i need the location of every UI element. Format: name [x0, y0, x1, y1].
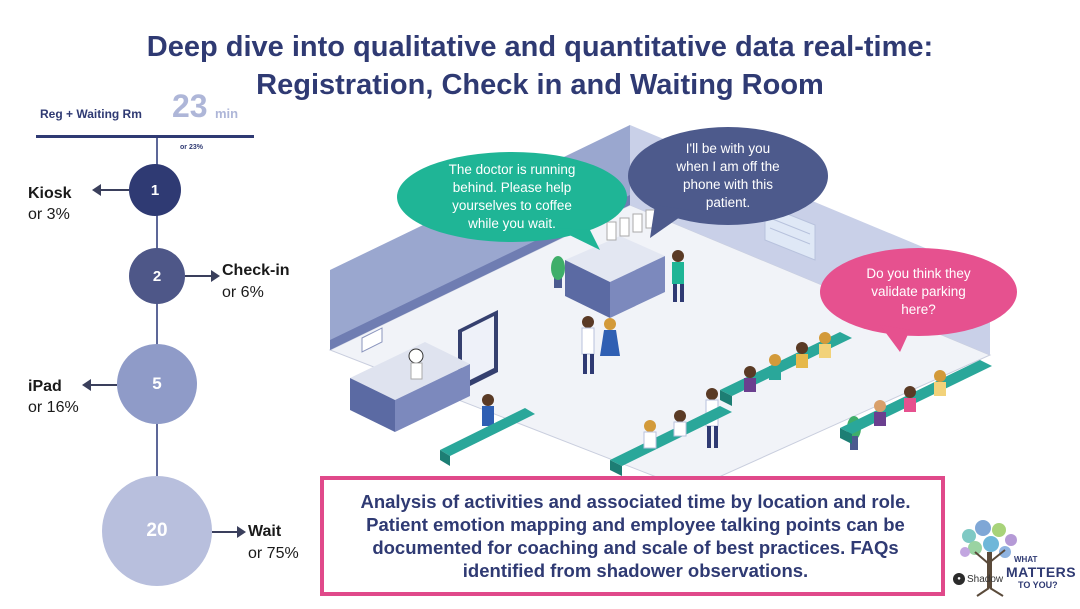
logo-to-you: TO YOU? [1018, 580, 1058, 590]
arrow-wait [212, 526, 246, 538]
brand-name: Shadow [967, 573, 1004, 585]
bubble-teal-line-2: behind. Please help [452, 180, 572, 195]
step-wait-minutes: 20 [146, 520, 168, 541]
logo-what: WHAT [1014, 555, 1038, 564]
bubble-pink-line-2: validate parking [871, 284, 966, 299]
step-kiosk-minutes: 1 [150, 181, 160, 199]
step-ipad-minutes: 5 [152, 374, 162, 393]
step-checkin-name: Check-in [222, 262, 290, 279]
bubble-navy-line-4: patient. [705, 195, 751, 210]
step-ipad-pct: or 16% [28, 399, 79, 416]
brand-mark: ● Shadow [953, 573, 1003, 585]
bubble-navy-line-1: I'll be with you [685, 141, 771, 156]
bubble-teal-line-3: yourselves to coffee [452, 198, 572, 213]
arrow-checkin [185, 270, 220, 282]
title-line-1: Deep dive into qualitative and quantitat… [146, 31, 934, 63]
step-wait-circle: 20 [102, 476, 212, 586]
step-wait-name: Wait [248, 523, 282, 540]
step-kiosk-name: Kiosk [28, 185, 72, 202]
step-kiosk-pct: or 3% [28, 206, 70, 223]
summary-label: Reg + Waiting Rm [40, 107, 142, 121]
callout-text: Analysis of activities and associated ti… [360, 491, 911, 581]
tree-logo-icon [960, 520, 1017, 597]
analysis-callout: Analysis of activities and associated ti… [320, 476, 945, 596]
speech-bubble-pink: Do you think they validate parking here? [820, 248, 1017, 336]
page-title: Deep dive into qualitative and quantitat… [0, 28, 1080, 104]
step-kiosk-circle: 1 [129, 164, 181, 216]
title-line-2: Registration, Check in and Waiting Room [256, 69, 824, 101]
arrow-ipad [82, 379, 117, 391]
summary-pct: or 23% [180, 144, 203, 151]
step-checkin-pct: or 6% [222, 284, 264, 301]
bubble-teal-line-4: while you wait. [468, 216, 556, 231]
step-ipad-circle: 5 [117, 344, 197, 424]
logo-matters: MATTERS [1006, 564, 1077, 580]
summary-total: 23 [172, 88, 208, 124]
step-checkin-circle: 2 [129, 248, 185, 304]
step-checkin-minutes: 2 [152, 267, 162, 285]
bubble-navy-line-2: when I am off the [676, 159, 780, 174]
step-ipad-name: iPad [28, 378, 62, 395]
step-wait-pct: or 75% [248, 545, 299, 562]
summary-divider [36, 135, 254, 138]
summary-unit: min [215, 106, 239, 121]
arrow-kiosk [92, 184, 129, 196]
brand-dot-icon: ● [953, 573, 965, 585]
speech-bubble-teal: The doctor is running behind. Please hel… [397, 152, 627, 242]
timeline-line [156, 138, 158, 488]
bubble-pink-line-1: Do you think they [866, 266, 971, 281]
bubble-pink-line-3: here? [901, 302, 936, 317]
bubble-navy-line-3: phone with this [682, 177, 774, 192]
bubble-teal-line-1: The doctor is running [448, 162, 576, 177]
speech-bubble-navy: I'll be with you when I am off the phone… [628, 127, 828, 225]
